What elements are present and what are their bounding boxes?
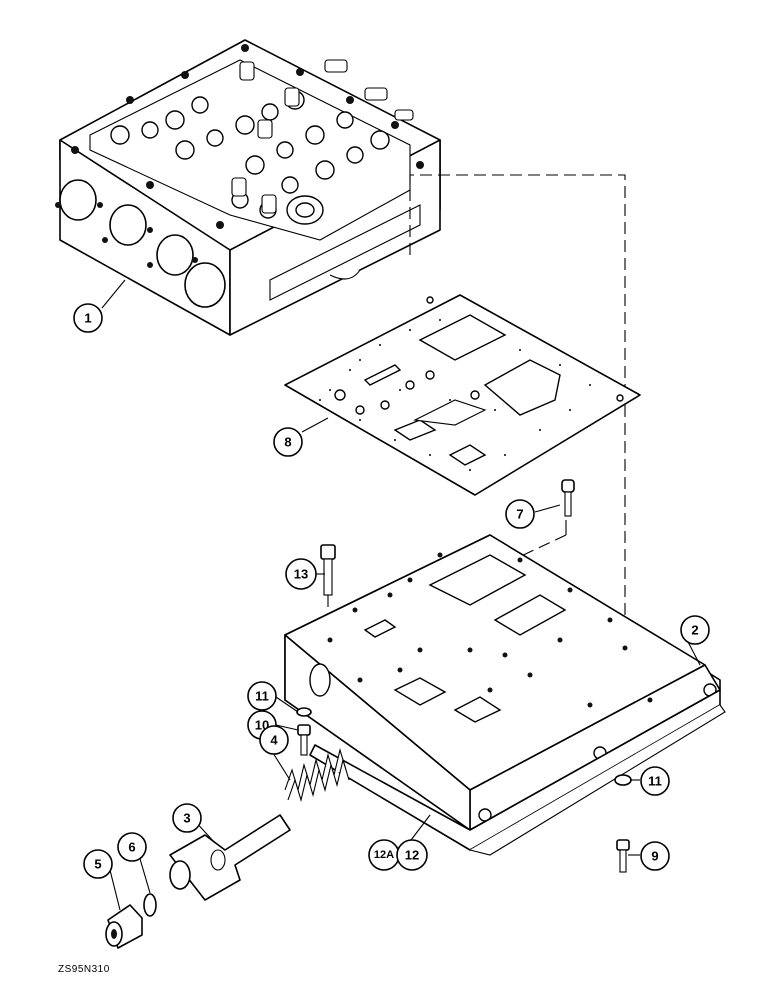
callout-4-label: 4 (270, 733, 278, 748)
callout-9: 9 (640, 841, 670, 871)
callout-11-right: 11 (640, 766, 670, 796)
callout-3: 3 (172, 803, 202, 833)
spring-part-4 (284, 747, 350, 803)
callout-7-label: 7 (516, 507, 523, 522)
callout-7: 7 (505, 499, 535, 529)
callout-12: 12 (396, 839, 428, 871)
callout-5-label: 5 (94, 857, 101, 872)
valve-plate-part-2 (284, 534, 721, 831)
callout-2: 2 (680, 615, 710, 645)
callout-1-label: 1 (84, 311, 91, 326)
o-ring-part-6 (143, 893, 157, 917)
callout-8-label: 8 (284, 435, 291, 450)
callout-3-label: 3 (183, 811, 190, 826)
callout-9-label: 9 (651, 849, 658, 864)
callout-2-label: 2 (691, 623, 698, 638)
callout-11-right-label: 11 (648, 774, 662, 789)
callout-12A: 12A (368, 839, 400, 871)
callout-13: 13 (285, 558, 317, 590)
callout-6-label: 6 (128, 840, 135, 855)
callout-6: 6 (117, 832, 147, 862)
callout-13-label: 13 (294, 567, 308, 582)
valve-body-part-1 (55, 39, 441, 336)
callout-11-left-label: 11 (255, 689, 269, 704)
callout-12-label: 12 (405, 848, 419, 863)
callout-1: 1 (73, 303, 103, 333)
gasket-part-12 (309, 689, 726, 856)
alignment-lines (409, 174, 626, 770)
washer-bolt-right (614, 774, 632, 873)
callout-12A-label: 12A (374, 849, 394, 861)
callout-4: 4 (259, 725, 289, 755)
callout-5: 5 (83, 849, 113, 879)
callout-11-left: 11 (247, 681, 277, 711)
gasket-part-8 (284, 294, 641, 496)
figure-reference-code: ZS95N310 (58, 964, 110, 975)
callout-8: 8 (273, 427, 303, 457)
plug-part-5 (105, 904, 143, 949)
washer-bolt-left (296, 707, 312, 756)
